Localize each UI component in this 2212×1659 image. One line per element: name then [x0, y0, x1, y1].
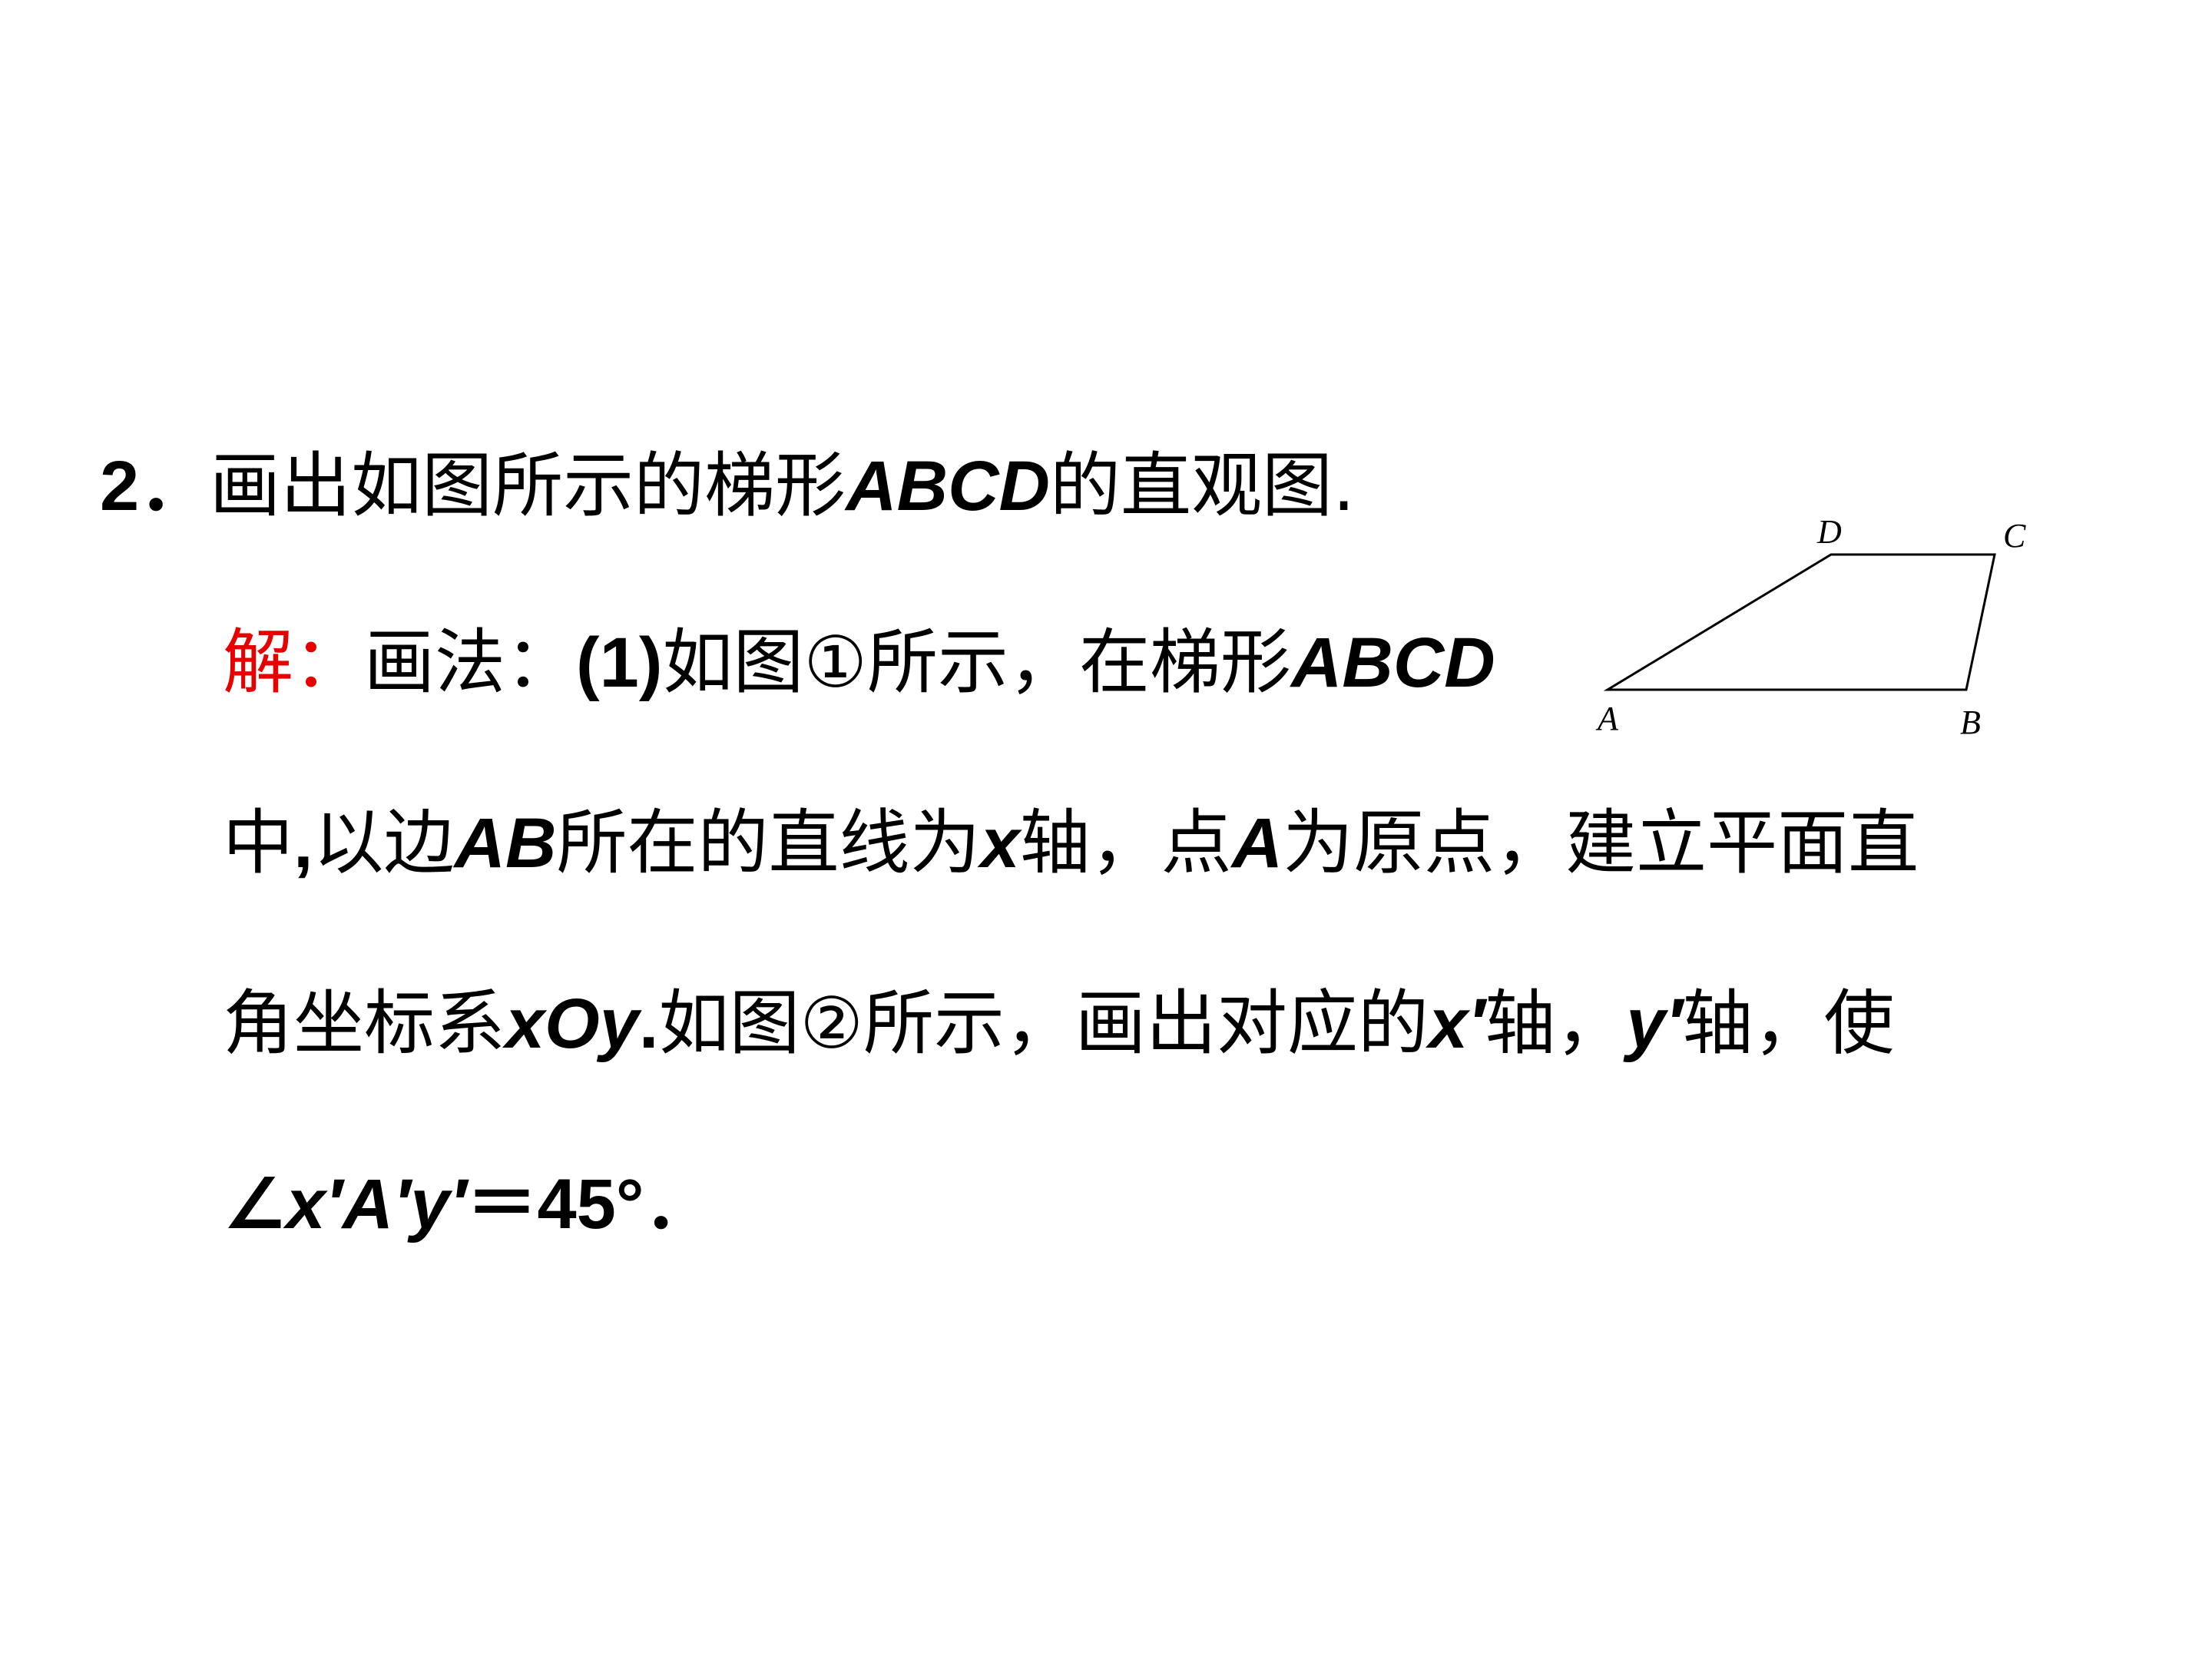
solution-l2-t8: A [1231, 804, 1283, 882]
trapezoid-figure: A B C D [1582, 507, 2089, 753]
vertex-label-b: B [1960, 704, 1981, 741]
solution-line-1: 解：画法：(1)如图①所示，在梯形ABCD [223, 617, 1495, 709]
solution-l3-t4: 如图②所示，画出对应的 [658, 982, 1429, 1065]
question-text-2: 的直观图. [1049, 445, 1356, 527]
vertex-label-c: C [2003, 517, 2026, 555]
solution-l2-t9: 为原点，建立平面直 [1283, 802, 1919, 884]
solution-l1-t1: 画法： [364, 621, 577, 704]
solution-l2-t6: x [980, 804, 1020, 882]
solution-label: 解： [223, 621, 365, 704]
solution-l2-t4: AB [454, 804, 557, 882]
solution-line-3: 角坐标系xOy.如图②所示，画出对应的x′轴，y′轴，使 [223, 978, 1894, 1070]
solution-line-2: 中,以边AB所在的直线为x轴，点A为原点，建立平面直 [223, 797, 1919, 889]
solution-l3-t2: xOy [505, 985, 639, 1063]
solution-l1-t2: (1) [576, 624, 663, 702]
solution-l2-t3: 以边 [313, 802, 455, 884]
vertex-label-a: A [1595, 700, 1619, 737]
solution-l2-t2: , [293, 804, 313, 882]
trapezoid-svg: A B C D [1595, 513, 2026, 741]
solution-l3-t1: 角坐标系 [223, 982, 506, 1065]
solution-line-4: ∠x′A′y′＝45°． [223, 1158, 715, 1250]
solution-l3-t8: 轴，使 [1682, 982, 1895, 1065]
vertex-label-d: D [1816, 513, 1842, 551]
solution-l3-t3: . [638, 985, 659, 1063]
solution-l4-t2: x′A′y′ [286, 1165, 467, 1243]
solution-l2-t5: 所在的直线为 [556, 802, 981, 884]
question-line: 2．画出如图所示的梯形ABCD的直观图. [100, 440, 1355, 532]
solution-l2-t7: 轴，点 [1019, 802, 1232, 884]
solution-l3-t6: 轴， [1485, 982, 1627, 1065]
solution-l1-t4: ABCD [1290, 624, 1495, 702]
solution-l3-t7: y′ [1626, 985, 1683, 1063]
solution-l3-t5: x′ [1428, 985, 1485, 1063]
solution-l4-t4: ． [644, 1165, 715, 1243]
question-number: 2． [100, 447, 210, 525]
question-text-1: 画出如图所示的梯形 [210, 445, 846, 527]
trapezoid-name: ABCD [846, 447, 1050, 525]
solution-l2-t1: 中 [223, 802, 294, 884]
solution-l1-t3: 如图①所示，在梯形 [662, 621, 1291, 704]
trapezoid-shape [1603, 553, 1996, 691]
solution-l4-t3: ＝45° [466, 1165, 644, 1243]
angle-symbol: ∠ [223, 1165, 286, 1243]
